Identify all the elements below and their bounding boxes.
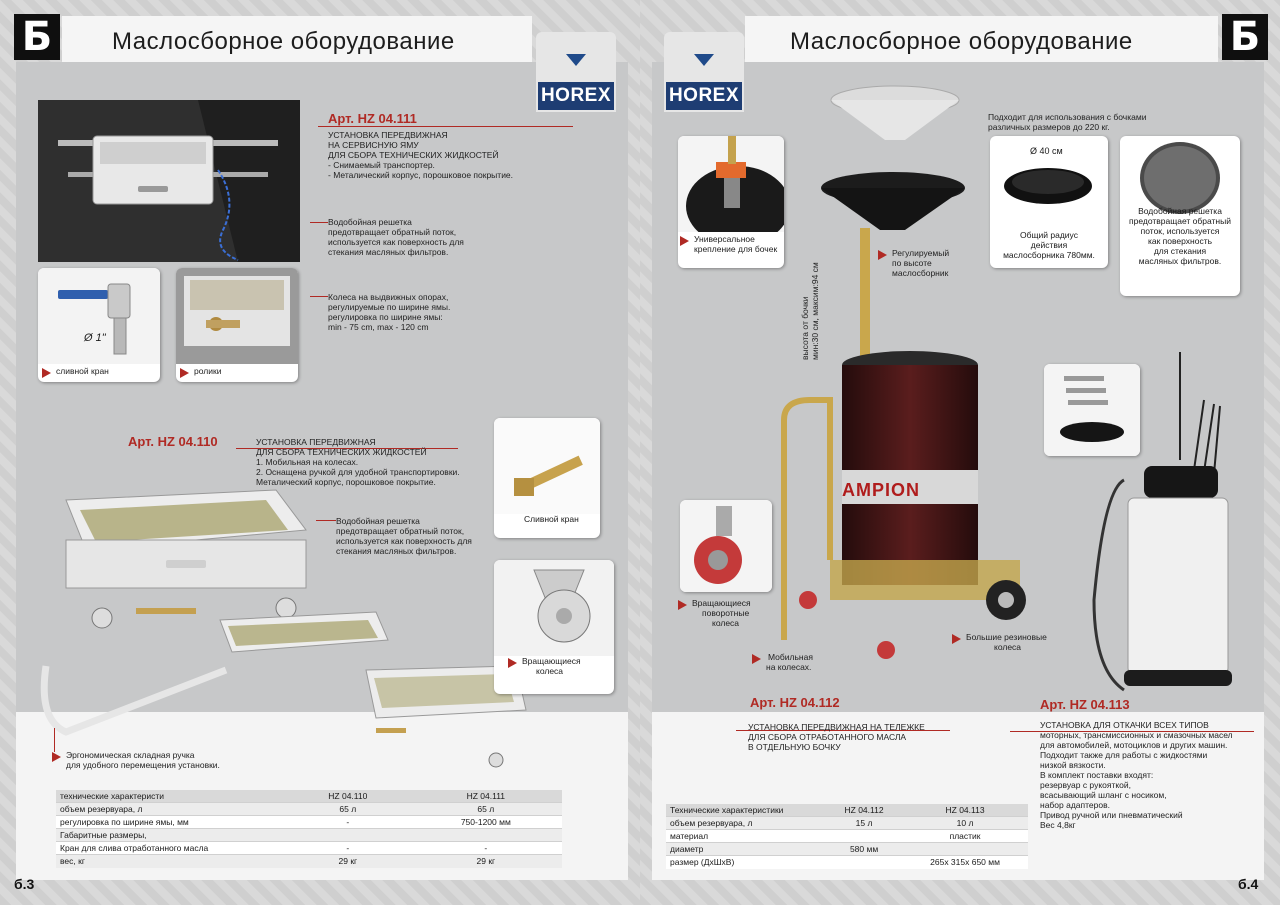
mobile-caption: Мобильная на колесах. bbox=[750, 652, 813, 672]
hz04111-description: УСТАНОВКА ПЕРЕДВИЖНАЯ НА СЕРВИСНУЮ ЯМУ Д… bbox=[328, 130, 514, 180]
horex-tab-left[interactable]: HOREX bbox=[536, 32, 616, 112]
drain-valve-box: Ø 1" сливной кран bbox=[38, 268, 160, 382]
divider-line bbox=[1010, 731, 1254, 732]
right-header-bar bbox=[745, 16, 1218, 62]
article-hz04110: Арт. HZ 04.110 bbox=[128, 434, 218, 449]
pointer-line bbox=[310, 296, 328, 297]
pit-tray-illustration bbox=[38, 100, 300, 262]
table-row: регулировка по ширине ямы, мм - 750-1200… bbox=[56, 815, 562, 829]
page-title-left: Маслосборное оборудование bbox=[112, 28, 455, 55]
hz04111-photo bbox=[38, 100, 300, 262]
rollers-box: ролики bbox=[176, 268, 298, 382]
spec-table-right: Технические характеристики HZ 04.112 HZ … bbox=[666, 804, 1028, 869]
drain-tap-box: Сливной кран bbox=[494, 418, 600, 538]
divider-line bbox=[236, 448, 458, 449]
barrel-brand-text: AMPION bbox=[842, 480, 920, 500]
drain-tap-illustration bbox=[494, 418, 600, 514]
pointer-line bbox=[310, 222, 328, 223]
divider-line bbox=[736, 730, 950, 731]
table-row: размер (ДхШхВ) 265x 315x 650 мм bbox=[666, 855, 1028, 869]
hz04110-description: УСТАНОВКА ПЕРЕДВИЖНАЯ ДЛЯ СБОРА ТЕХНИЧЕС… bbox=[256, 437, 460, 487]
swivel-wheel-box bbox=[680, 500, 772, 592]
rollers-caption: ролики bbox=[178, 366, 221, 378]
table-row: вес, кг 29 кг 29 кг bbox=[56, 854, 562, 868]
spec-table-left: технические характеристи HZ 04.110 HZ 04… bbox=[56, 790, 562, 868]
hz04111-wheels-note: Колеса на выдвижных опорах, регулируемые… bbox=[328, 292, 451, 332]
mobile-tray-illustration bbox=[40, 489, 527, 768]
hz04113-description: УСТАНОВКА ДЛЯ ОТКАЧКИ ВСЕХ ТИПОВ моторны… bbox=[1040, 720, 1233, 830]
caster-illustration bbox=[494, 560, 614, 656]
hz04111-grate-note: Водобойная решетка предотвращает обратны… bbox=[328, 217, 464, 257]
drain-tap-caption: Сливной кран bbox=[524, 514, 579, 524]
diameter-label: Ø 1" bbox=[84, 332, 106, 344]
casters-caption: Вращающиеся колеса bbox=[506, 656, 581, 676]
adjustable-caption: Регулируемый по высоте маслосборник bbox=[876, 248, 949, 278]
casters-box: Вращающиеся колеса bbox=[494, 560, 614, 694]
diameter-small-label: Ø 40 см bbox=[1030, 146, 1063, 156]
table-row: диаметр 580 мм bbox=[666, 842, 1028, 856]
handle-note: Эргономическая складная ручка для удобно… bbox=[50, 750, 220, 770]
horex-logo: HOREX bbox=[538, 82, 614, 110]
drain-caption: сливной кран bbox=[40, 366, 109, 378]
pointer-line bbox=[54, 728, 55, 752]
radius-note: Общий радиус действия маслосборника 780м… bbox=[1003, 230, 1095, 260]
hz04110-grate-note: Водобойная решетка предотвращает обратны… bbox=[336, 516, 472, 556]
horex-tab-right[interactable]: HOREX bbox=[664, 32, 744, 112]
article-hz04111: Арт. HZ 04.111 bbox=[328, 111, 417, 126]
table-header-row: Технические характеристики HZ 04.112 HZ … bbox=[666, 804, 1028, 817]
grate-box: Водобойная решетка предотвращает обратны… bbox=[1120, 136, 1240, 296]
triangle-icon bbox=[694, 54, 714, 66]
fits-note: Подходит для использования с бочками раз… bbox=[988, 112, 1147, 132]
table-row: объем резервуара, л 15 л 10 л bbox=[666, 816, 1028, 830]
article-hz04113: Арт. HZ 04.113 bbox=[1040, 697, 1130, 712]
section-letter-right: Б bbox=[1222, 14, 1268, 60]
roller-illustration bbox=[176, 268, 298, 364]
page-number-left: б.3 bbox=[14, 876, 35, 892]
universal-mount-box: Универсальное крепление для бочек bbox=[678, 136, 784, 268]
table-row: материал пластик bbox=[666, 829, 1028, 843]
page-title-right: Маслосборное оборудование bbox=[790, 28, 1133, 55]
table-row: объем резервуара, л 65 л 65 л bbox=[56, 802, 562, 816]
article-hz04112: Арт. HZ 04.112 bbox=[750, 695, 840, 710]
oil-drain-trolley-illustration bbox=[781, 85, 1026, 659]
barrel-mount-illustration bbox=[678, 136, 784, 232]
adapters-box bbox=[1044, 364, 1140, 456]
ball-valve-illustration bbox=[38, 268, 160, 364]
swivel-wheel-illustration bbox=[680, 500, 772, 592]
page-number-right: б.4 bbox=[1238, 876, 1259, 892]
left-header-bar bbox=[62, 16, 532, 62]
table-row: Габаритные размеры, bbox=[56, 828, 562, 842]
pointer-line bbox=[316, 520, 336, 521]
hz04112-description: УСТАНОВКА ПЕРЕДВИЖНАЯ НА ТЕЛЕЖКЕ ДЛЯ СБО… bbox=[748, 722, 925, 752]
oil-pan-illustration bbox=[1004, 168, 1092, 204]
divider-line bbox=[318, 126, 573, 127]
table-row: Кран для слива отработанного масла - - bbox=[56, 841, 562, 855]
swivel-caption: Вращающиеся поворотные колеса bbox=[676, 598, 751, 628]
table-header-row: технические характеристи HZ 04.110 HZ 04… bbox=[56, 790, 562, 803]
diameter-box: Ø 40 см Общий радиус действия маслосборн… bbox=[990, 136, 1108, 268]
adapters-illustration bbox=[1044, 364, 1140, 456]
grate-note-right: Водобойная решетка предотвращает обратны… bbox=[1129, 206, 1231, 266]
rubber-wheels-caption: Большие резиновые колеса bbox=[950, 632, 1047, 652]
universal-mount-caption: Универсальное крепление для бочек bbox=[678, 234, 777, 254]
section-letter-left: Б bbox=[14, 14, 60, 60]
horex-logo: HOREX bbox=[666, 82, 742, 110]
oil-extractor-illustration bbox=[1092, 352, 1232, 692]
grate-illustration bbox=[1140, 142, 1220, 214]
triangle-icon bbox=[566, 54, 586, 66]
